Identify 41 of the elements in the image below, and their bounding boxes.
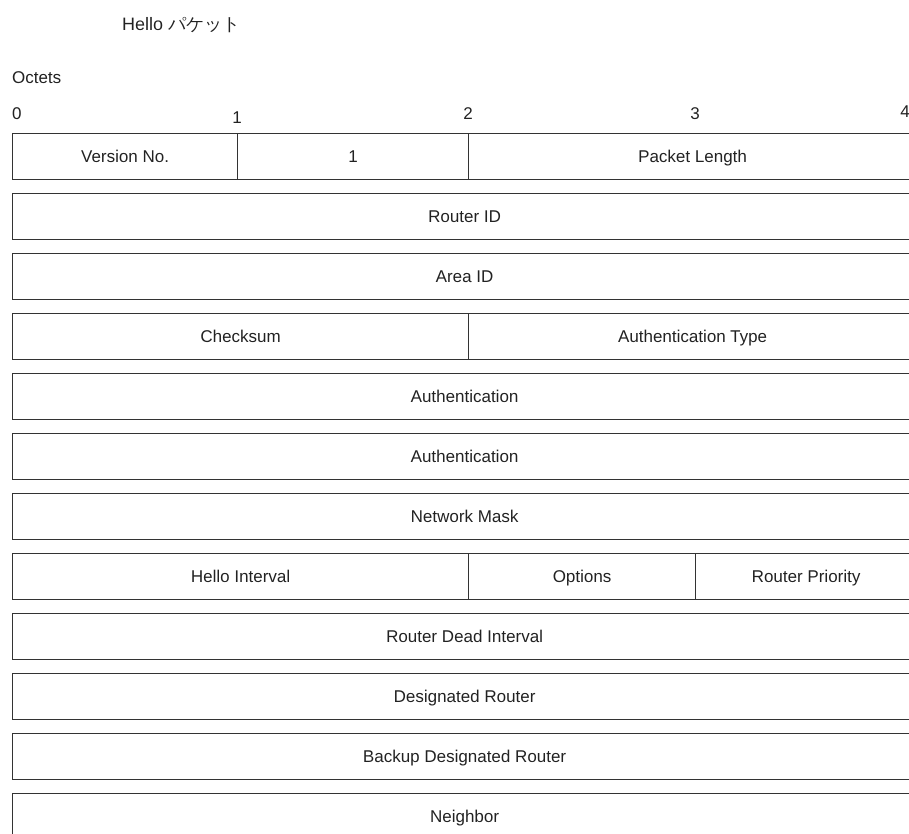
field-label: Packet Length [638, 146, 747, 166]
field-label: Backup Designated Router [362, 746, 566, 766]
field-label: Authentication Type [618, 326, 767, 346]
field-box [468, 553, 696, 600]
field-label: Authentication [410, 446, 518, 466]
field-label: Router Priority [752, 566, 860, 586]
field-label: Checksum [200, 326, 281, 346]
octet-number: 0 [12, 104, 22, 124]
field-box [237, 133, 469, 180]
field-label: Hello Interval [190, 566, 290, 586]
field-label: Area ID [436, 266, 494, 286]
octet-number: 1 [232, 108, 242, 128]
octet-number: 4 [900, 102, 909, 122]
field-label: Router ID [428, 206, 501, 226]
axis-caption: Octets [12, 68, 62, 88]
field-box [12, 553, 469, 600]
octet-number: 3 [690, 104, 700, 124]
field-box [12, 373, 909, 420]
field-box [12, 493, 909, 540]
octet-number: 2 [463, 104, 473, 124]
field-box [12, 793, 909, 834]
field-box [695, 553, 909, 600]
field-label: Router Dead Interval [386, 626, 543, 646]
field-box [12, 673, 909, 720]
field-box [468, 313, 909, 360]
title: Hello パケット [122, 13, 240, 36]
field-label: Network Mask [410, 506, 518, 526]
field-box [12, 193, 909, 240]
field-label: Designated Router [394, 686, 536, 706]
field-box [12, 133, 238, 180]
field-box [468, 133, 909, 180]
field-label: Neighbor [430, 806, 499, 826]
field-label: Version No. [81, 146, 169, 166]
field-label: Authentication [410, 386, 518, 406]
field-box [12, 613, 909, 660]
field-label: 1 [348, 146, 358, 166]
field-box [12, 253, 909, 300]
field-box [12, 313, 469, 360]
field-box [12, 733, 909, 780]
field-box [12, 433, 909, 480]
field-label: Options [552, 566, 612, 586]
